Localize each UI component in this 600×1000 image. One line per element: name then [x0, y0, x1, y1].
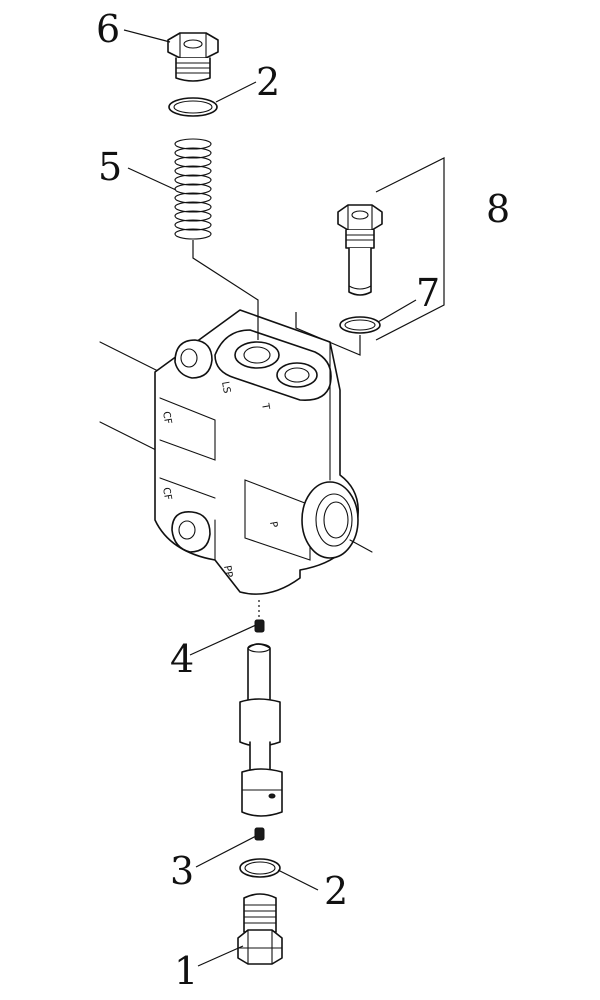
part-3-small-plug — [254, 827, 265, 841]
callout-7: 7 — [416, 271, 440, 315]
part-5-spring — [174, 138, 212, 240]
callout-8: 8 — [486, 187, 510, 231]
port-labels: LS T CF CF P PP — [160, 381, 279, 579]
part-2-seal-ring-lower — [239, 858, 281, 878]
valve-body — [99, 309, 373, 595]
callout-2-top: 2 — [256, 60, 280, 104]
port-label-t: T — [259, 402, 271, 412]
part-1-hex-plug — [237, 893, 283, 965]
callout-3: 3 — [170, 849, 194, 893]
part-6-hex-plug — [167, 32, 219, 82]
bracket-part-8 — [375, 157, 445, 341]
port-label-p: P — [267, 521, 279, 529]
callout-2-bottom: 2 — [324, 869, 348, 913]
leader-lines — [123, 29, 417, 967]
spool — [239, 643, 283, 817]
port-label-pp: PP — [221, 565, 234, 579]
part-2-seal-ring-upper — [168, 97, 218, 117]
callout-6: 6 — [96, 7, 120, 51]
callout-5: 5 — [98, 145, 122, 189]
port-label-cf-lower: CF — [160, 487, 173, 502]
callout-4: 4 — [170, 637, 194, 681]
callout-1: 1 — [174, 949, 198, 993]
part-7-seal-ring — [339, 316, 381, 334]
port-label-ls: LS — [219, 381, 232, 395]
port-label-cf-upper: CF — [160, 411, 173, 426]
callout-labels: 6 2 5 8 7 4 3 2 1 — [96, 7, 510, 993]
part-4-orifice — [254, 619, 265, 633]
part-8-relief-cartridge — [337, 204, 383, 296]
